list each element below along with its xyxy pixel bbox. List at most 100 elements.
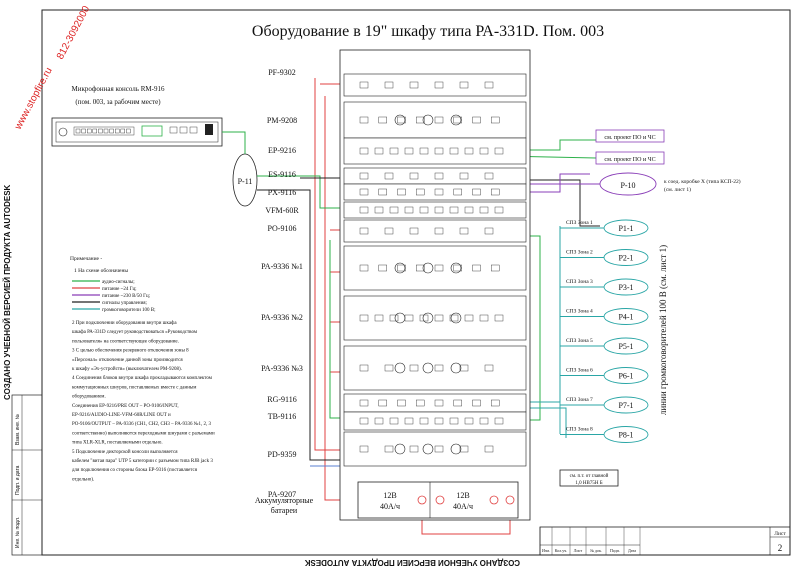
notes-heading: Примечание - bbox=[70, 256, 102, 262]
console-key bbox=[98, 128, 103, 134]
stamp-url: www.stopfire.ru bbox=[12, 66, 54, 132]
console-key bbox=[189, 126, 198, 134]
box-project-2 bbox=[595, 151, 665, 165]
console-key bbox=[179, 126, 188, 134]
legend-text: сигналы управления; bbox=[102, 301, 147, 306]
console-key bbox=[109, 128, 114, 134]
connector bbox=[434, 188, 444, 196]
battery-area: 12В 40А/ч 12В 40А/ч bbox=[357, 481, 519, 519]
legend-text: питание ~230 В/50 Гц; bbox=[102, 294, 150, 299]
connector bbox=[409, 364, 419, 372]
connector bbox=[464, 417, 474, 425]
svg-text:40А/ч: 40А/ч bbox=[453, 502, 473, 511]
wire bbox=[520, 179, 600, 227]
connector bbox=[491, 264, 500, 272]
zone-label: СПЗ Зона 4 bbox=[566, 309, 593, 315]
xlr-connector bbox=[450, 312, 462, 324]
connector bbox=[434, 445, 444, 453]
legend-text: громкоговорители 100 В; bbox=[102, 308, 156, 313]
legend-text: питание ~24 Гц; bbox=[102, 287, 137, 292]
connector bbox=[374, 206, 384, 214]
connector bbox=[419, 206, 429, 214]
zone-label: СПЗ Зона 2 bbox=[566, 250, 593, 256]
connector bbox=[409, 172, 419, 180]
connector bbox=[484, 81, 494, 89]
connector bbox=[378, 188, 387, 196]
rack-label: EP-9216 bbox=[268, 146, 296, 155]
xlr-connector bbox=[450, 262, 462, 274]
rack-label: TB-9116 bbox=[268, 412, 297, 421]
title-block-col: № док. bbox=[590, 548, 602, 553]
connector bbox=[453, 116, 462, 124]
connector bbox=[416, 116, 425, 124]
connector bbox=[434, 399, 444, 407]
rack-label: ES-9116 bbox=[268, 170, 296, 179]
console-key bbox=[169, 126, 178, 134]
svg-text:1,0 НВ75Н Б: 1,0 НВ75Н Б bbox=[575, 481, 602, 486]
connector bbox=[464, 206, 474, 214]
svg-text:см. проект ПО и ЧС: см. проект ПО и ЧС bbox=[604, 157, 655, 163]
zone-label: СПЗ Зона 5 bbox=[566, 338, 593, 344]
connector bbox=[449, 314, 459, 322]
console-subtitle: (пом. 003, за рабочим месте) bbox=[75, 98, 161, 106]
connector bbox=[459, 364, 469, 372]
strip-label: Подп. и дата bbox=[15, 465, 21, 495]
connector bbox=[484, 445, 494, 453]
console-title: Микрофонная консоль RM-916 bbox=[72, 85, 165, 93]
note-line: кабелем "витая пара" UTP 5 категории с р… bbox=[72, 459, 213, 464]
svg-text:(см. лист 1): (см. лист 1) bbox=[664, 186, 691, 193]
drawing-frame bbox=[41, 9, 791, 556]
p11-label: Р-11 bbox=[238, 177, 253, 186]
zone-label: СПЗ Зона 6 bbox=[566, 368, 593, 374]
title-block-col: Подп. bbox=[610, 548, 620, 553]
connector bbox=[434, 364, 444, 372]
zone-box bbox=[603, 219, 649, 237]
note-line: 3 С целью обеспечения резервного отключе… bbox=[72, 349, 189, 354]
zone-box-label: Р3-1 bbox=[618, 283, 633, 292]
zone-box bbox=[603, 278, 649, 296]
console-key bbox=[114, 128, 120, 134]
note-line: типа XLR-XLR, поставляемыми отдельно. bbox=[72, 441, 163, 446]
connector bbox=[459, 81, 469, 89]
watermark-bottom: СОЗДАНО УЧЕБНОЙ ВЕРСИЕЙ ПРОДУКТА AUTODES… bbox=[304, 558, 520, 566]
sheet-number: 2 bbox=[778, 543, 783, 553]
xlr-connector bbox=[422, 114, 434, 126]
svg-text:Р-10: Р-10 bbox=[620, 181, 635, 190]
connector bbox=[384, 81, 394, 89]
connector bbox=[374, 417, 384, 425]
connector bbox=[404, 417, 414, 425]
connector bbox=[389, 417, 399, 425]
mic-console: Микрофонная консоль RM-916 (пом. 003, за… bbox=[51, 85, 223, 147]
console-key bbox=[81, 128, 86, 134]
connector bbox=[378, 399, 387, 407]
connector bbox=[472, 116, 481, 124]
connector bbox=[459, 227, 469, 235]
connector bbox=[434, 417, 444, 425]
note-line: Соединения EP-9216/PRE OUT – PO-9106/INP… bbox=[72, 404, 179, 409]
connector bbox=[449, 147, 459, 155]
xlr-connector bbox=[422, 362, 434, 374]
connector bbox=[464, 147, 474, 155]
rack-label: PD-9359 bbox=[268, 450, 297, 459]
connector bbox=[434, 264, 444, 272]
strip-label: Инв. № подл. bbox=[15, 517, 21, 548]
connector bbox=[359, 81, 369, 89]
connector bbox=[434, 314, 444, 322]
connector bbox=[416, 264, 425, 272]
connector bbox=[484, 172, 494, 180]
zone-box-label: Р1-1 bbox=[618, 224, 633, 233]
connector bbox=[484, 227, 494, 235]
connector bbox=[404, 147, 414, 155]
connector bbox=[397, 188, 406, 196]
wire bbox=[257, 175, 345, 209]
watermark-left: СОЗДАНО УЧЕБНОЙ ВЕРСИЕЙ ПРОДУКТА AUTODES… bbox=[3, 184, 12, 400]
connector bbox=[484, 364, 494, 372]
rack-label: PO-9106 bbox=[268, 224, 297, 233]
connector bbox=[359, 147, 369, 155]
connector bbox=[359, 206, 369, 214]
xlr-connector bbox=[394, 362, 406, 374]
connector bbox=[409, 81, 419, 89]
connector bbox=[434, 81, 444, 89]
svg-text:40А/ч: 40А/ч bbox=[380, 502, 400, 511]
connector bbox=[479, 206, 489, 214]
